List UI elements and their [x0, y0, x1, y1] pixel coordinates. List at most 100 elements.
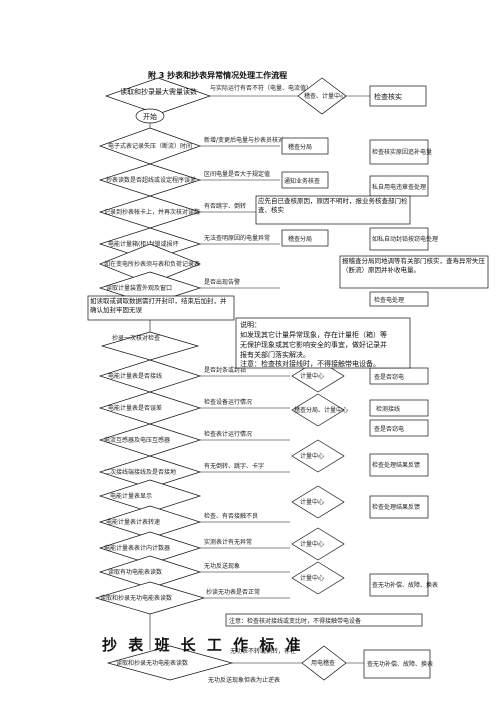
right-box-10 — [369, 573, 429, 597]
center-boxes: 稽查分局 通知业务核查 稽查分局 计量中心 稽查分局、计量中心 计量中心 计量中… — [281, 137, 348, 595]
explain-line-0: 如发现其它计量异常现象，存在计量柜（箱）等 — [240, 330, 387, 339]
left-step-13-text: 电能计量表表计内计数器 — [104, 544, 170, 552]
right-box-3-text: 如私自动封铅按窃电处理 — [372, 235, 438, 243]
center-box-3-rect — [281, 229, 329, 247]
side-note-0-rect — [255, 195, 411, 225]
bottom-right: 查无功补偿、故障、换表 — [367, 660, 433, 668]
bottom-center-diamond — [301, 645, 347, 681]
left-step-15 — [94, 581, 206, 615]
explain-line-2: 报有关部门落实解决。 — [240, 350, 310, 359]
mid-label-10: 检查、有否接触不良 — [204, 512, 258, 520]
side-note-1-rect — [339, 255, 489, 289]
center-box-1: 稽查分局 — [288, 143, 312, 151]
mid-label-11: 实测表计有无异常 — [204, 538, 252, 546]
left-step-6-text: 抄录一次核对检查 — [112, 334, 160, 342]
right-box-7 — [369, 419, 429, 437]
right-box-10-text: 查无功补偿、故障、换表 — [372, 581, 438, 589]
center-box-8: 计量中心 — [300, 540, 324, 548]
section-heading: 抄 表 班 长 工 作 标 准 — [102, 636, 304, 654]
explain-title: 说明： — [240, 320, 261, 329]
center-box-0: 稽查、计量中心 — [304, 92, 346, 100]
right-box-9-text: 检查处理结果反馈 — [372, 503, 420, 511]
left-step-14-text: 读取有功电能表读数 — [108, 568, 162, 576]
right-box-1-text: 检查核实原因追补电量 — [372, 148, 432, 156]
bottom-center: 用电稽查 — [311, 659, 335, 667]
explain-line-3: 注意：检查核对接线时，不得接触带电设备。 — [240, 359, 380, 368]
bottom-decision — [106, 645, 234, 681]
left-step-3-text: 电能计量箱(柜)封锁或损坏 — [108, 240, 179, 248]
center-diamond-9 — [291, 561, 345, 595]
notice-small-rect — [225, 613, 423, 627]
document-title: 附 3 抄表和抄表异常情况处理工作流程 — [148, 70, 287, 80]
note-seal-text: 如读取或调取数据需打开封印，结束后加封，并确认加封牢固无误 — [90, 297, 227, 314]
left-step-15-text: 读取和抄录无功电能表读数 — [100, 594, 172, 602]
center-box-5: 稽查分局、计量中心 — [294, 406, 348, 414]
explain-line-1: 无保护现象或其它影响安全的事宜，做好记录并 — [240, 340, 387, 349]
decision-max-demand-text: 读取和抄录最大需量读数 — [120, 87, 197, 96]
center-diamond-0 — [297, 77, 347, 115]
notice-small: 注意：检查核对接线或变比时，不得接触带电设备 — [229, 617, 361, 625]
right-box-3 — [369, 227, 429, 251]
center-diamond-8 — [291, 527, 345, 561]
left-step-0-text: 电子式表记录失压（断流）时间 — [108, 142, 192, 150]
side-note-0: 应先自已查核原因，原因不明时，报业务核查部门检查、核实 — [258, 197, 408, 214]
center-box-9: 计量中心 — [300, 574, 324, 582]
bottom-decision-text: 读取和抄录无功电能表读数 — [116, 659, 188, 667]
left-step-12-text: 电能计量表计表转速 — [106, 518, 160, 526]
mid-label-9: 有无倒转、跳字、卡字 — [204, 462, 264, 470]
right-box-0-text: 检查核实 — [374, 92, 402, 101]
left-step-2-text: 记录到抄表帐卡上，并再次核对读数 — [104, 208, 200, 216]
center-diamond-5 — [291, 393, 345, 427]
right-box-8 — [369, 453, 429, 477]
mid-label-6: 是否封条或封铅 — [204, 366, 246, 374]
mid-labels: 新增/变更后电量与抄表员核对 区间电量是否大于规定值 有否跳字、倒转 无法查明原… — [200, 136, 290, 599]
bottom-label-top: 无功表不转或倒转，存在 — [230, 647, 296, 655]
left-step-4-text: 如在变电所抄表须与表和负荷记录表 — [104, 260, 200, 268]
mid-label-1: 新增/变更后电量与抄表员核对 — [204, 136, 284, 144]
mid-label-3: 有否跳字、倒转 — [204, 202, 246, 210]
left-step-10-text: 二次接线端接线及是否接地 — [104, 468, 176, 476]
left-step-11-text: 电能计量表显示 — [110, 492, 152, 500]
mid-label-12: 无功反送现象 — [204, 562, 240, 570]
center-box-3: 稽查分局 — [288, 235, 312, 243]
right-box-4 — [369, 291, 429, 307]
center-box-2-rect — [281, 171, 329, 189]
center-box-1-rect — [281, 137, 329, 155]
left-step-group: 电子式表记录失压（断流）时间 抄表读数是否超线或设定程序误差 记录到抄表帐卡上，… — [98, 127, 202, 305]
right-box-9 — [369, 495, 429, 519]
decision-max-demand — [104, 77, 212, 115]
center-box-2: 通知业务核查 — [284, 177, 320, 185]
mid-label-7: 检查设备运行情况 — [204, 398, 252, 406]
center-diamond-6 — [291, 439, 345, 473]
mid-label-13: 抄读无功表是否正常 — [206, 588, 260, 596]
mid-label-8: 检查表计运行情况 — [204, 430, 252, 438]
left-step-9-text: 电流互感器及电压互感器 — [104, 436, 170, 444]
side-note-0-fo: 应先自已查核原因，原因不明时，报业务核查部门检查、核实 — [258, 197, 408, 214]
center-box-7: 计量中心 — [300, 498, 324, 506]
left-step-7-text: 电能计量表是否接线 — [108, 372, 162, 380]
left-step-5-text: 读取计量装置外观及窗口 — [106, 284, 172, 292]
left-step-8-text: 电能计量表是否误差 — [108, 404, 162, 412]
center-diamond-7 — [291, 485, 345, 519]
side-note-1: 报稽查分局同地调等有关部门核实，查寿异常失压（断流）原因并补收电量。 — [342, 257, 485, 274]
lower-left-steps: 抄录一次核对检查 电能计量表是否接线 电能计量表是否误差 电流互感器及电压互感器… — [94, 331, 206, 615]
side-note-1-fo: 报稽查分局同地调等有关部门核实，查寿异常失压（断流）原因并补收电量。 — [342, 257, 485, 274]
right-box-5-text: 查是否窃电 — [374, 373, 404, 381]
right-box-0 — [369, 85, 427, 107]
mid-label-5: 是否出现告警 — [204, 278, 240, 286]
mid-label-4: 无法查明原因的电量异常 — [204, 234, 270, 242]
left-step-1-text: 抄表读数是否超线或设定程序误差 — [106, 176, 196, 184]
right-box-2-text: 私自用电违章查处理 — [372, 183, 426, 191]
right-boxes: 检查核实原因追补电量 私自用电违章查处理 如私自动封铅按窃电处理 检查电处理 查… — [369, 139, 438, 597]
explain-box — [235, 317, 411, 369]
bottom-label-bottom: 无功反送现象但表为止逆表 — [208, 676, 280, 684]
mid-label-0: 与实际运行有否不符（电量、电流值） — [210, 84, 312, 92]
note-seal-fo: 如读取或调取数据需打开封印，结束后加封，并确认加封牢固无误 — [90, 297, 227, 314]
bottom-right-box — [363, 649, 431, 679]
center-box-4: 计量中心 — [300, 372, 324, 380]
mid-label-2: 区间电量是否大于规定值 — [204, 170, 270, 178]
right-box-8-text: 检查处理结果反馈 — [372, 461, 420, 469]
right-box-6 — [369, 399, 429, 417]
right-box-1 — [369, 139, 429, 165]
